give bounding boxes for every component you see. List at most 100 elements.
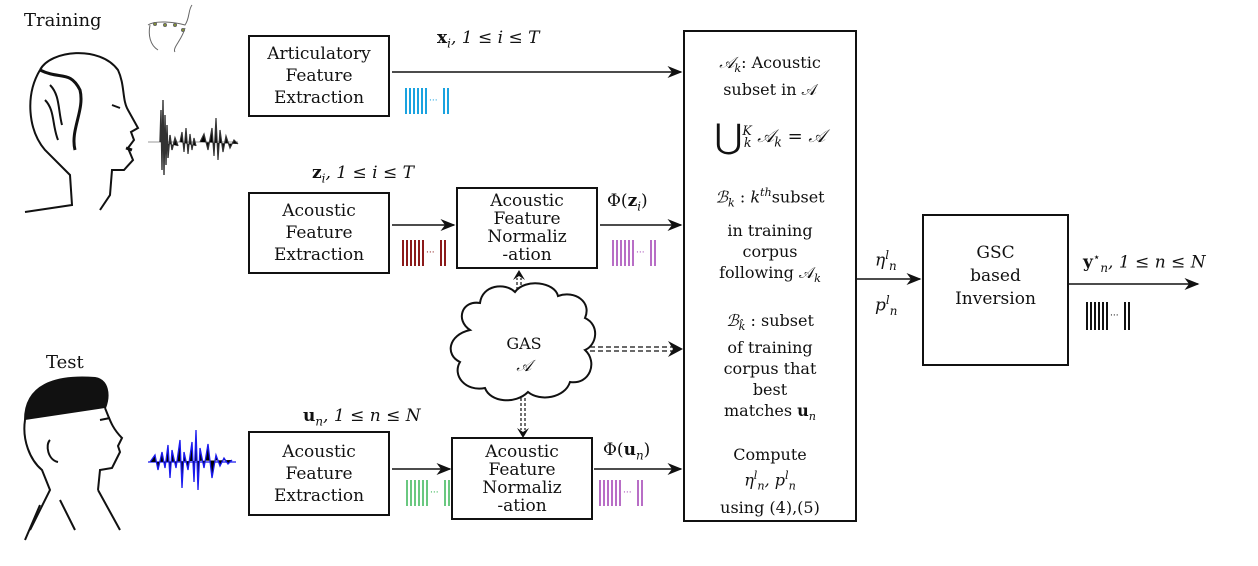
sup: ⋆ [1092,250,1101,264]
training-caption: Training [24,10,102,31]
block-label-line: Extraction [273,245,365,265]
sym: 𝒜 [719,53,735,72]
sub: i [447,36,451,51]
text: following 𝒜 [719,262,815,282]
sub: n [635,448,644,463]
gas-to-central-arrow [590,346,672,352]
eq: = 𝒜 [781,126,826,147]
block-label-line: Articulatory [267,44,371,64]
block-label-line: Normaliz [482,477,562,498]
barcode-ellipsis: ··· [623,488,632,498]
p-signal-label: pln [875,293,897,318]
k: k [750,187,761,207]
text: corpus that [723,359,817,379]
var: u [303,406,316,426]
test-waveform-icon [148,429,236,491]
barcode-ellipsis: ··· [429,96,438,106]
text: using (4),(5) [720,497,820,517]
sub: n [889,259,897,274]
range: , 1 ≤ n ≤ N [1108,252,1206,273]
text: of training [727,338,813,358]
text: corpus [742,241,798,261]
block-label-line: Feature [285,223,353,243]
best-match-subset-definition: ℬk̂ : subset of training corpus that bes… [685,310,855,427]
block-label-line: Feature [285,463,353,484]
training-subset-definition: ℬk : kthsubset in training corpus follow… [685,182,855,289]
var: x [437,28,448,48]
barcode-ellipsis: ··· [636,248,645,258]
block-label-line: Acoustic [490,191,564,211]
sym: ℬ [726,311,739,330]
gas-cloud-shape [449,282,597,402]
sub: n [1100,261,1109,276]
block-label-line: GSC [976,243,1015,263]
range: , 1 ≤ i ≤ T [450,28,540,48]
acoustic-train-feature-barcode: ··· [402,240,446,266]
block-label-line: based [970,266,1021,286]
articulatory-feature-extraction-block: Articulatory Feature Extraction [248,35,390,117]
text: : Acoustic [741,53,821,72]
range: , 1 ≤ n ≤ N [323,406,421,426]
block-label-line: Normaliz [487,227,567,247]
sup: l [753,469,758,482]
y-output-label: y⋆n, 1 ≤ n ≤ N [1083,250,1206,275]
phi-z-signal-label: Φ(zi) [607,191,648,213]
gas-cloud-label: GAS 𝒜 [494,333,554,377]
range: , 1 ≤ i ≤ T [325,163,414,183]
block-label-line: Feature [488,459,556,480]
barcode-ellipsis: ··· [426,248,435,258]
acoustic-subset-definition: 𝒜k: Acoustic subset in 𝒜 [685,52,855,100]
sym: ℬ [715,187,728,207]
sub: n [315,414,324,429]
z-signal-label: zi, 1 ≤ i ≤ T [312,163,414,185]
output-feature-barcode: ··· [1086,302,1130,330]
acoustic-test-feature-barcode: ··· [406,480,450,506]
pre: Φ( [603,440,624,460]
var: p [875,295,886,316]
block-label-line: -ation [497,495,547,516]
eta-signal-label: ηln [875,248,897,273]
sub: k [734,62,742,76]
acoustic-feature-extraction-train-block: Acoustic Feature Extraction [248,192,390,274]
u: u [797,401,809,421]
text: subset [771,187,825,207]
sub: n [889,304,898,319]
post: ) [643,440,651,460]
training-waveform-icon [148,99,239,176]
block-label-line: Feature [285,66,353,86]
text: in training [727,220,813,240]
eta: η [744,470,754,490]
sup: l [885,293,890,307]
sub: k [727,196,735,210]
block-label-line: Acoustic [282,201,356,221]
gsc-based-inversion-block: GSC based Inversion [922,214,1069,366]
compute-step: Compute ηln, pln using (4),(5) [685,444,855,518]
sup: l [785,469,789,482]
u-signal-label: un, 1 ≤ n ≤ N [303,406,421,428]
block-label-line: Extraction [273,88,365,108]
block-label-line: Feature [493,209,561,229]
sub: n [757,479,765,493]
var: η [875,250,886,271]
sym: 𝒜 [757,126,775,147]
sub: i [637,199,642,214]
sup: th [760,186,772,199]
barcode-ellipsis: ··· [1110,311,1119,321]
acoustic-feature-normalization-test-block: Acoustic Feature Normaliz -ation [451,437,593,520]
gas-set-symbol: 𝒜 [516,356,532,375]
text: best [752,380,788,400]
var: z [312,163,322,183]
articulatory-sensor-icon [147,4,193,53]
text: : subset [745,311,814,330]
text: subset in 𝒜 [723,80,817,100]
text: Compute [733,445,807,464]
block-label-line: Extraction [273,485,365,506]
sub: k [814,271,821,285]
acoustic-feature-extraction-test-block: Acoustic Feature Extraction [248,431,390,516]
post: ) [641,191,648,211]
phi-u-signal-label: Φ(un) [603,440,650,462]
p: p [774,470,785,490]
var: u [623,440,636,460]
text: : [734,187,751,207]
